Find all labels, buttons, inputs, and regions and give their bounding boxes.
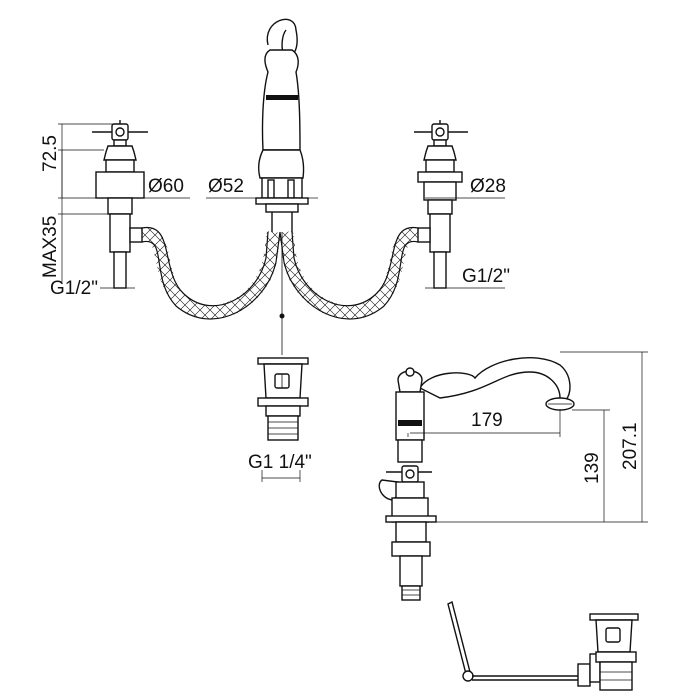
braided-hoses: [140, 227, 420, 355]
dimension-lines: [58, 123, 648, 523]
left-valve-front-view: [92, 120, 148, 289]
waste-lever-side-view: [447, 600, 639, 691]
dim-right-valve-diameter-label: Ø28: [470, 176, 506, 197]
dim-total-height-label: 207.1: [620, 422, 641, 470]
faucet-side-view: [378, 357, 575, 601]
dim-thread-right-label: G1/2": [462, 266, 510, 287]
dim-valve-diameter-label: Ø60: [148, 176, 184, 197]
spout-front-view: [255, 18, 309, 232]
dim-reach-label: 179: [471, 410, 503, 431]
dim-spout-height-label: 139: [582, 452, 603, 484]
right-valve-front-view: [414, 120, 468, 289]
dim-spout-diameter-label: Ø52: [208, 176, 244, 197]
dim-thread-left-label: G1/2": [50, 278, 98, 299]
popup-waste-front-view: [257, 357, 309, 441]
dim-max-deck-label: MAX35: [40, 216, 61, 278]
dim-handle-height-label: 72.5: [40, 135, 61, 172]
dim-waste-thread-label: G1 1/4": [248, 452, 312, 473]
